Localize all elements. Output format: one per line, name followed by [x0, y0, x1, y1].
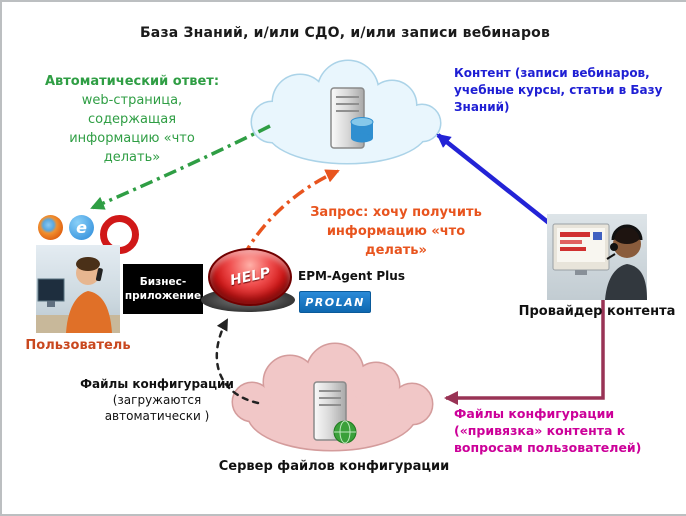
firefox-icon	[38, 215, 63, 240]
help-button-label: HELP	[228, 264, 272, 290]
prolan-logo-text: PROLAN	[305, 295, 365, 309]
help-button: HELP	[208, 248, 292, 306]
request-note: Запрос: хочу получить информацию «что де…	[302, 203, 490, 260]
content-arrow	[436, 133, 561, 233]
config-files-left-lead: Файлы конфигурации	[80, 377, 234, 391]
provider-label: Провайдер контента	[518, 304, 676, 319]
prolan-logo: PROLAN	[299, 291, 371, 313]
knowledge-server-icon	[330, 87, 374, 149]
auto-answer-body: web-страница, содержащая информацию «что…	[69, 93, 195, 165]
config-server-icon	[313, 381, 357, 444]
config-server-label: Сервер файлов конфигурации	[218, 459, 450, 474]
content-provider-photo	[547, 214, 647, 300]
auto-answer-note: Автоматический ответ: web-страница, соде…	[28, 72, 236, 167]
user-photo	[36, 245, 120, 333]
business-app-box: Бизнес- приложение	[123, 264, 203, 314]
content-note: Контент (записи вебинаров, учебные курсы…	[454, 66, 663, 114]
auto-answer-lead: Автоматический ответ:	[44, 74, 220, 89]
config-files-left-body: (загружаются автоматически )	[104, 393, 210, 423]
request-body: хочу получить информацию «что делать»	[326, 205, 482, 258]
diagram-title: База Знаний, и/или СДО, и/или записи веб…	[139, 25, 551, 41]
user-label: Пользователь	[25, 338, 131, 353]
user-photo-art	[36, 257, 120, 333]
config-files-right-note: Файлы конфигурации («привязка» контента …	[454, 406, 642, 455]
ie-glyph: e	[76, 218, 87, 237]
request-lead: Запрос:	[310, 205, 369, 220]
ie-icon: e	[69, 215, 94, 240]
config-binding-arrow	[444, 299, 605, 405]
epm-agent-label: EPM-Agent Plus	[298, 269, 405, 283]
provider-photo-art	[552, 223, 647, 300]
request-arrow	[241, 169, 340, 258]
business-app-label: Бизнес- приложение	[124, 276, 202, 302]
config-cloud	[231, 342, 434, 452]
auto-answer-arrow	[90, 124, 271, 210]
config-download-arrow	[215, 318, 260, 405]
config-files-left-note: Файлы конфигурации (загружаются автомати…	[78, 376, 236, 424]
